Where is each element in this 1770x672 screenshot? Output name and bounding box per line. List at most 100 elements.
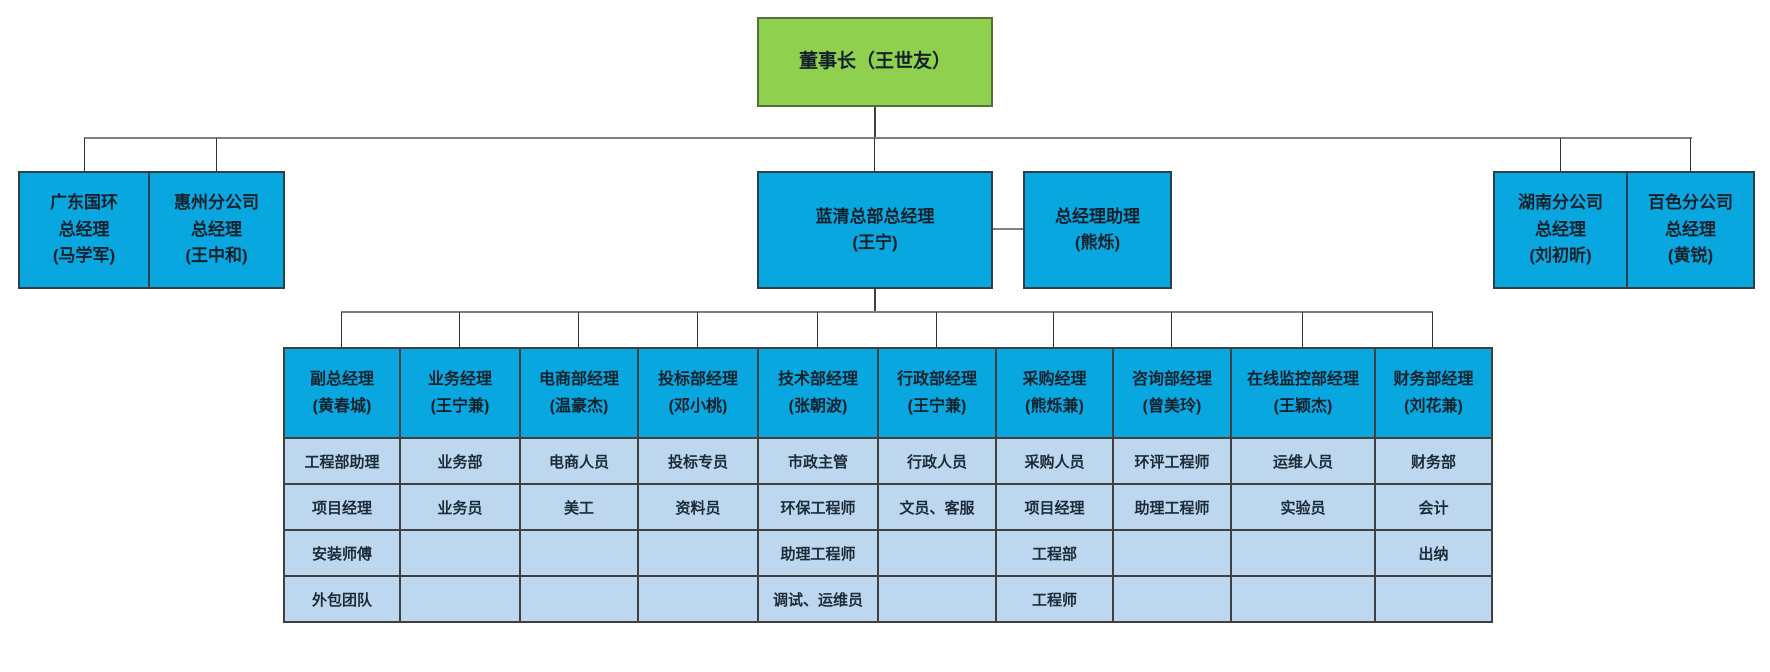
staff-cell: 文员、客服 xyxy=(877,483,997,531)
connector-line xyxy=(697,312,698,347)
staff-cell: 市政主管 xyxy=(757,437,879,485)
connector-line xyxy=(1432,312,1433,347)
dept-header-cell: 采购经理 (熊烁兼) xyxy=(995,347,1114,439)
connector-line xyxy=(459,312,460,347)
connector-line xyxy=(1302,312,1303,347)
dept-manager-name: (王宁兼) xyxy=(907,398,967,415)
node-label: 广东国环 xyxy=(50,193,118,213)
staff-cell: 调试、运维员 xyxy=(757,575,879,623)
dept-title: 技术部经理 xyxy=(777,370,858,388)
node-label: 总经理 xyxy=(1535,219,1586,239)
dept-title: 行政部经理 xyxy=(896,370,977,388)
connector-line xyxy=(341,312,342,347)
dept-title: 采购经理 xyxy=(1022,370,1087,388)
node-label: (王宁) xyxy=(852,233,898,252)
node-hunan-branch-gm: 湖南分公司 总经理 (刘初昕) xyxy=(1493,171,1628,289)
staff-cell xyxy=(519,529,639,577)
connector-line xyxy=(993,228,1023,230)
dept-header-cell: 副总经理(黄春城) xyxy=(283,347,401,439)
connector-line xyxy=(936,312,937,347)
staff-cell: 业务部 xyxy=(399,437,521,485)
node-guangdong-guohuan-gm: 广东国环 总经理 (马学军) xyxy=(18,171,150,289)
dept-header-cell: 行政部经理 (王宁兼) xyxy=(877,347,997,439)
staff-cell xyxy=(637,575,759,623)
staff-cell: 会计 xyxy=(1374,483,1493,531)
dept-header-cell: 技术部经理 (张朝波) xyxy=(757,347,879,439)
connector-line xyxy=(84,138,85,171)
staff-cell: 出纳 xyxy=(1374,529,1493,577)
dept-header-cell: 电商部经理 (温豪杰) xyxy=(519,347,639,439)
dept-title: 财务部经理 xyxy=(1393,370,1474,388)
node-label: 总经理 xyxy=(191,219,242,239)
staff-cell: 采购人员 xyxy=(995,437,1114,485)
department-table: 副总经理(黄春城) 业务经理 (王宁兼) 电商部经理 (温豪杰) 投标部经理 (邓小桃… xyxy=(283,347,1493,623)
dept-header-cell: 业务经理 (王宁兼) xyxy=(399,347,521,439)
connector-line xyxy=(874,289,876,312)
staff-cell xyxy=(1112,529,1232,577)
staff-cell: 项目经理 xyxy=(995,483,1114,531)
staff-cell xyxy=(399,529,521,577)
node-chairman: 董事长（王世友） xyxy=(757,17,993,107)
staff-cell: 项目经理 xyxy=(283,483,401,531)
dept-manager-name: (熊烁兼) xyxy=(1025,398,1084,415)
dept-manager-name: (刘花兼) xyxy=(1404,398,1463,415)
dept-manager-name: (温豪杰) xyxy=(549,398,609,415)
dept-title: 电商部经理 xyxy=(538,370,619,388)
staff-cell xyxy=(1374,575,1493,623)
connector-line xyxy=(874,138,875,171)
staff-cell: 业务员 xyxy=(399,483,521,531)
dept-header-cell: 咨询部经理(曾美玲) xyxy=(1112,347,1232,439)
dept-title: 投标部经理 xyxy=(657,370,738,388)
connector-line xyxy=(1690,138,1691,171)
connector-line xyxy=(1053,312,1054,347)
connector-line xyxy=(817,312,818,347)
staff-cell xyxy=(399,575,521,623)
staff-cell xyxy=(519,575,639,623)
dept-header-cell: 财务部经理 (刘花兼) xyxy=(1374,347,1493,439)
connector-line xyxy=(216,138,217,171)
department-header-row: 副总经理(黄春城) 业务经理 (王宁兼) 电商部经理 (温豪杰) 投标部经理 (邓小桃… xyxy=(283,347,1493,439)
node-label: (熊烁) xyxy=(1074,233,1121,252)
dept-manager-name: (王颖杰) xyxy=(1273,398,1333,415)
connector-line xyxy=(341,311,1433,313)
staff-row: 工程部助理 业务部 电商人员 投标专员 市政主管 行政人员 采购人员 环评工程师… xyxy=(283,437,1493,485)
staff-cell: 安装师傅 xyxy=(283,529,401,577)
dept-manager-name: (邓小桃) xyxy=(668,398,728,415)
node-label: (刘初昕) xyxy=(1529,246,1592,266)
connector-line xyxy=(84,137,1692,139)
dept-manager-name: (王宁兼) xyxy=(430,398,490,415)
dept-title: 副总经理 xyxy=(309,370,374,388)
staff-cell: 工程部 xyxy=(995,529,1114,577)
staff-cell: 环保工程师 xyxy=(757,483,879,531)
node-label: 总经理 xyxy=(1665,219,1716,239)
staff-cell: 财务部 xyxy=(1374,437,1493,485)
dept-title: 业务经理 xyxy=(427,370,492,388)
staff-cell: 投标专员 xyxy=(637,437,759,485)
staff-row: 项目经理 业务员 美工 资料员 环保工程师 文员、客服 项目经理 助理工程师 实… xyxy=(283,483,1493,531)
node-label: (黄锐) xyxy=(1667,246,1714,266)
dept-header-cell: 投标部经理 (邓小桃) xyxy=(637,347,759,439)
staff-cell: 助理工程师 xyxy=(757,529,879,577)
staff-cell xyxy=(877,529,997,577)
staff-cell: 工程部助理 xyxy=(283,437,401,485)
connector-line xyxy=(1560,138,1561,171)
staff-cell: 美工 xyxy=(519,483,639,531)
staff-cell xyxy=(1112,575,1232,623)
dept-manager-name: (张朝波) xyxy=(788,398,848,415)
node-label: 总经理助理 xyxy=(1055,206,1140,226)
connector-line xyxy=(578,312,579,347)
staff-cell: 资料员 xyxy=(637,483,759,531)
dept-title: 在线监控部经理 xyxy=(1246,370,1359,388)
staff-cell: 助理工程师 xyxy=(1112,483,1232,531)
staff-cell xyxy=(877,575,997,623)
dept-header-cell: 在线监控部经理 (王颖杰) xyxy=(1230,347,1376,439)
connector-line xyxy=(1171,312,1172,347)
node-baise-branch-gm: 百色分公司 总经理 (黄锐) xyxy=(1626,171,1755,289)
staff-cell xyxy=(1230,529,1376,577)
node-label: 总经理 xyxy=(58,219,110,239)
node-gm-assistant: 总经理助理 (熊烁) xyxy=(1023,171,1172,289)
staff-cell xyxy=(637,529,759,577)
connector-line xyxy=(874,107,876,138)
staff-cell: 行政人员 xyxy=(877,437,997,485)
